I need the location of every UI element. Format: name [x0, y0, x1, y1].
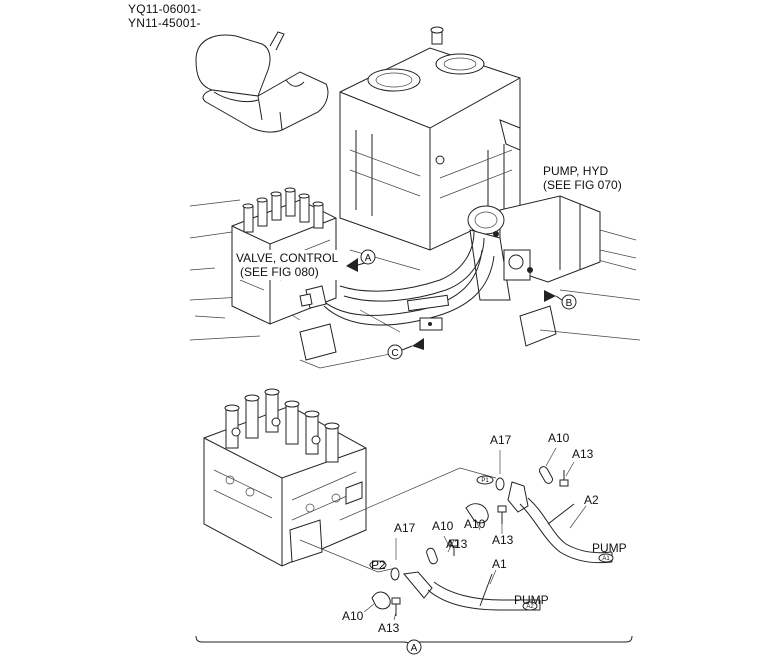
callout-c-label: C	[391, 348, 398, 359]
port-a1-label: A1	[602, 556, 610, 562]
part-a10-upper: A10	[548, 431, 570, 445]
part-a13-mid: A13	[446, 537, 468, 551]
valve-reference-line1: VALVE, CONTROL	[236, 251, 339, 265]
part-a10-lower: A10	[342, 609, 364, 623]
detail-a-label: A	[411, 643, 418, 654]
operator-seat	[195, 31, 329, 133]
control-valve-detail	[203, 388, 367, 567]
part-pump-lower: PUMP	[514, 593, 549, 607]
serial-number-2: YN11-45001-	[128, 16, 201, 30]
part-a2: A2	[584, 493, 599, 507]
pump-reference-line1: PUMP, HYD	[543, 164, 608, 178]
hose-a2	[465, 466, 613, 564]
callout-arrows-top	[346, 249, 577, 360]
hydraulic-tank	[339, 26, 521, 251]
part-a10-mid: A10	[432, 519, 454, 533]
part-a17-upper: A17	[490, 433, 512, 447]
hoses-top	[299, 231, 495, 331]
part-a17-lower: A17	[394, 521, 416, 535]
part-a10-mid2: A10	[464, 517, 486, 531]
part-a13-mid2: A13	[492, 533, 514, 547]
detail-leader-lines	[299, 467, 497, 573]
part-a1: A1	[492, 557, 507, 571]
part-a13-upper: A13	[572, 447, 594, 461]
hose-a1	[371, 539, 541, 616]
valve-reference-line2: (SEE FIG 080)	[240, 265, 319, 279]
port-a2-label: A2	[526, 604, 534, 610]
part-leader-lines	[363, 447, 587, 621]
pump-reference-line2: (SEE FIG 070)	[543, 178, 622, 192]
port-p1-label: P1	[481, 478, 489, 484]
serial-number-1: YQ11-06001-	[128, 2, 202, 16]
detail-bracket	[195, 635, 633, 655]
hydraulic-pump-top	[467, 195, 637, 301]
part-a13-lower: A13	[378, 621, 400, 635]
part-pump-upper: PUMP	[592, 541, 627, 555]
callout-b-label: B	[566, 298, 573, 309]
port-p2-label: P2	[371, 558, 386, 572]
callout-a-label: A	[365, 253, 372, 264]
port-markers	[369, 475, 614, 611]
